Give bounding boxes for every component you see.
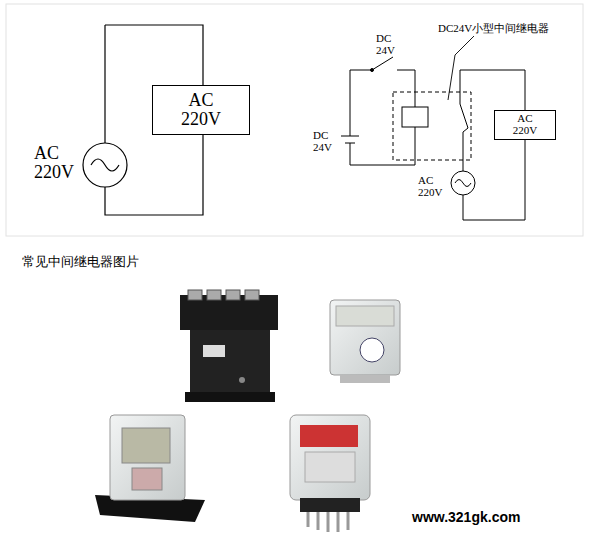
load-box: AC 220V [494,110,556,140]
photo-caption: 常见中间继电器图片 [22,255,139,269]
relay-photo [290,415,370,532]
battery-label: DC 24V [313,130,339,153]
relay-photo [180,290,278,402]
source-label: AC 220V [34,144,84,182]
relay-photo [330,300,400,383]
box-label: AC 220V [509,113,542,136]
box-label: AC 220V [174,91,228,129]
relay-label: DC24V小型中间继电器 [438,23,549,35]
switch-label: DC 24V [376,33,406,56]
relay-photo [95,415,205,522]
source-label: AC 220V [418,175,450,198]
schematic-panel [6,4,583,236]
load-box: AC 220V [152,85,250,135]
watermark: www.321gk.com [412,510,520,525]
